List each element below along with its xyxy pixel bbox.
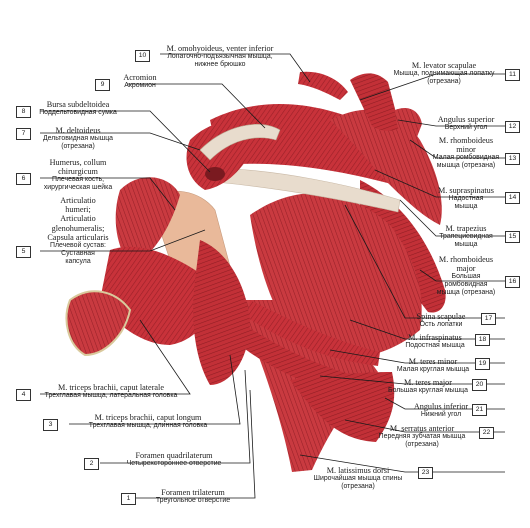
label-number: 18: [475, 334, 490, 346]
label-levator-scapulae: M. levator scapulae Мышца, поднимающая л…: [393, 61, 495, 86]
label-foramen-quadrilaterum: Foramen quadrilaterum Четырехстороннее о…: [126, 451, 222, 468]
label-infraspinatus: M. infraspinatus Подостная мышца: [405, 333, 465, 350]
leader-lines: [40, 53, 505, 499]
label-number: 1: [121, 493, 136, 505]
acromion-shape: [199, 124, 281, 161]
rhomboideus-minor-shape: [395, 107, 422, 150]
teres-minor-shape: [248, 300, 380, 366]
label-rhomboideus-major: M. rhomboideus major Большая ромбовидная…: [436, 255, 496, 297]
spina-scapulae-shape: [214, 167, 401, 213]
label-number: 20: [472, 379, 487, 391]
levator-scapulae-shape: [350, 73, 400, 131]
label-deltoid: M. deltoideus Дельтовидная мышца (отреза…: [42, 126, 114, 151]
label-acromion: Acromion Акромион: [123, 73, 157, 90]
label-number: 15: [505, 231, 520, 243]
label-number: 12: [505, 121, 520, 133]
label-serratus-anterior: M. serratus anterior Передняя зубчатая м…: [378, 424, 466, 449]
label-spina-scapulae: Spina scapulae Ость лопатки: [416, 312, 466, 329]
label-number: 7: [16, 128, 31, 140]
label-number: 21: [472, 404, 487, 416]
label-number: 10: [135, 50, 150, 62]
teres-major-shape: [236, 322, 372, 398]
label-bursa-subdeltoidea: Bursa subdeltoidea Поддельтовидная сумка: [39, 100, 117, 117]
triceps-lateral-shape: [100, 246, 213, 345]
label-number: 22: [479, 427, 494, 439]
label-teres-major: M. teres major Большая круглая мышца: [388, 378, 468, 395]
label-number: 2: [84, 458, 99, 470]
label-number: 17: [481, 313, 496, 325]
label-number: 6: [16, 173, 31, 185]
label-foramen-trilaterum: Foramen trilaterum Треугольное отверстие: [155, 488, 231, 505]
label-triceps-long-head: M. triceps brachii, caput longum Трехгла…: [88, 413, 208, 430]
deltoid-lateral-cut-shape: [115, 177, 180, 265]
label-angulus-superior: Angulus superior Верхний угол: [437, 115, 495, 132]
label-humerus-surgical-neck: Humerus, collum chirurgicum Плечевая кос…: [43, 158, 113, 192]
label-omohyoideus: M. omohyoideus, venter inferior Лопаточн…: [166, 44, 274, 69]
label-number: 23: [418, 467, 433, 479]
label-number: 5: [16, 246, 31, 258]
label-teres-minor: M. teres minor Малая круглая мышца: [396, 357, 470, 374]
bursa-shape: [205, 167, 225, 181]
label-shoulder-joint: Articulatio humeri; Articulatio glenohum…: [47, 196, 109, 265]
label-number: 14: [505, 192, 520, 204]
label-number: 19: [475, 358, 490, 370]
triceps-long-shape: [193, 240, 250, 385]
label-latissimus-dorsi: M. latissimus dorsi Широчайшая мышца спи…: [313, 466, 403, 491]
infraspinatus-shape: [250, 193, 422, 359]
label-triceps-lateral-head: M. triceps brachii, caput laterale Трехг…: [44, 383, 178, 400]
elbow-shape: [65, 290, 132, 357]
omohyoideus-shape: [298, 71, 348, 100]
label-trapezius: M. trapezius Трапециевидная мышца: [439, 224, 493, 249]
label-number: 4: [16, 389, 31, 401]
label-number: 11: [505, 69, 520, 81]
label-supraspinatus: M. supraspinatus Надостная мышца: [438, 186, 494, 211]
label-number: 13: [505, 153, 520, 165]
label-number: 8: [16, 106, 31, 118]
label-number: 9: [95, 79, 110, 91]
label-rhomboideus-minor: M. rhomboideus minor Малая ромбовидная м…: [432, 136, 500, 170]
label-number: 16: [505, 276, 520, 288]
label-number: 3: [43, 419, 58, 431]
label-angulus-inferior: Angulus inferior Нижний угол: [413, 402, 469, 419]
